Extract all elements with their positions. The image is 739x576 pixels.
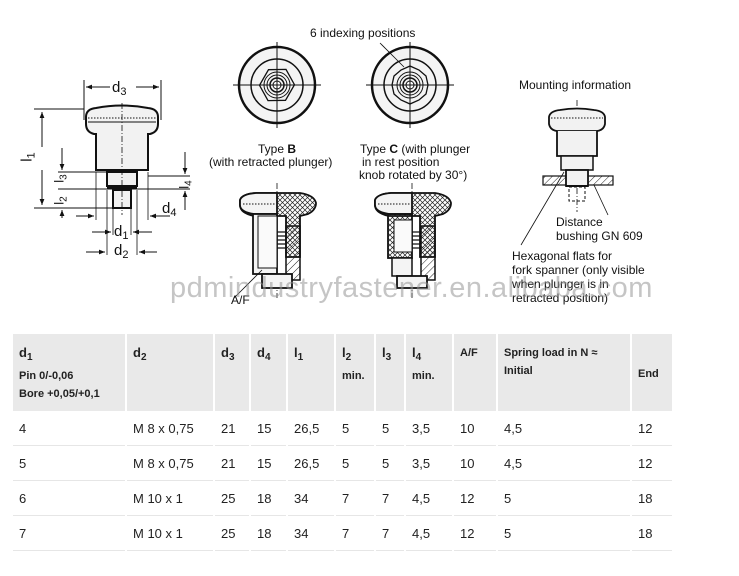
- header-af: A/F: [454, 334, 496, 412]
- label-l3: l3: [51, 174, 70, 183]
- cell-spring-initial: 4,5: [498, 446, 630, 482]
- cell-af: 10: [454, 446, 496, 482]
- cell-spring-end: 12: [632, 411, 672, 447]
- cell-spring-initial: 5: [498, 481, 630, 517]
- watermark: pdmindustryfastener.en.alibaba.com: [170, 272, 653, 304]
- cell-l1: 26,5: [288, 446, 334, 482]
- hex-flats-line2: fork spanner (only visible: [512, 263, 645, 277]
- cell-l4: 3,5: [406, 446, 452, 482]
- cell-l2: 5: [336, 446, 374, 482]
- cell-d2: M 10 x 1: [127, 481, 213, 517]
- cell-l1: 34: [288, 516, 334, 552]
- cell-d2: M 10 x 1: [127, 516, 213, 552]
- type-b-description: (with retracted plunger): [209, 155, 333, 169]
- cell-af: 12: [454, 481, 496, 517]
- main-view: [34, 80, 190, 255]
- af-label: A/F: [231, 293, 250, 307]
- cell-af: 12: [454, 516, 496, 552]
- cell-af: 10: [454, 411, 496, 447]
- type-b-section-view: [233, 183, 317, 299]
- label-l4: l4: [176, 180, 195, 189]
- header-spring-load-end: End: [632, 334, 672, 412]
- indexing-positions-label: 6 indexing positions: [310, 26, 416, 40]
- cell-l3: 7: [376, 481, 404, 517]
- cell-d2: M 8 x 0,75: [127, 446, 213, 482]
- cell-d3: 25: [215, 516, 249, 552]
- header-l3: l3: [376, 334, 404, 412]
- type-c-description-line3: knob rotated by 30°): [359, 168, 468, 182]
- cell-l3: 5: [376, 411, 404, 447]
- header-d4: d4: [251, 334, 286, 412]
- cell-l2: 5: [336, 411, 374, 447]
- cell-l4: 4,5: [406, 516, 452, 552]
- cell-d1: 7: [13, 516, 125, 552]
- table-header-row: d1 Pin 0/-0,06 Bore +0,05/+0,1 d2 d3 d4 …: [13, 334, 672, 412]
- type-c-label: Type C (with plunger: [360, 142, 471, 156]
- header-d2: d2: [127, 334, 213, 412]
- label-l2: l2: [51, 196, 70, 205]
- table-row: 6 M 10 x 1 25 18 34 7 7 4,5 12 5 18: [13, 481, 672, 517]
- label-d2: d2: [114, 242, 129, 261]
- spec-table: d1 Pin 0/-0,06 Bore +0,05/+0,1 d2 d3 d4 …: [11, 334, 674, 552]
- header-spring-load-initial: Spring load in N ≈Initial: [498, 334, 630, 412]
- cell-l1: 34: [288, 481, 334, 517]
- header-d1: d1 Pin 0/-0,06 Bore +0,05/+0,1: [13, 334, 125, 412]
- cell-d4: 15: [251, 446, 286, 482]
- type-c-top-view: [366, 42, 454, 128]
- hex-flats-line1: Hexagonal flats for: [512, 249, 613, 263]
- hex-flats-line3: when plunger is in: [512, 277, 609, 291]
- drawing-graphics: [34, 42, 614, 299]
- technical-drawing: d3 l1 l3 l2 l4 d4 d1 d2 6 indexing posit…: [18, 26, 653, 307]
- header-d3: d3: [215, 334, 249, 412]
- cell-d4: 15: [251, 411, 286, 447]
- cell-spring-end: 18: [632, 481, 672, 517]
- type-b-label: Type B: [258, 142, 297, 156]
- cell-l1: 26,5: [288, 411, 334, 447]
- type-c-description-line2: in rest position: [362, 155, 440, 169]
- cell-d3: 21: [215, 411, 249, 447]
- cell-l4: 3,5: [406, 411, 452, 447]
- table-row: 5 M 8 x 0,75 21 15 26,5 5 5 3,5 10 4,5 1…: [13, 446, 672, 482]
- table-row: 7 M 10 x 1 25 18 34 7 7 4,5 12 5 18: [13, 516, 672, 552]
- cell-d1: 5: [13, 446, 125, 482]
- label-d1: d1: [114, 223, 129, 242]
- cell-d1: 6: [13, 481, 125, 517]
- distance-bushing-line1: Distance: [556, 215, 603, 229]
- cell-l4: 4,5: [406, 481, 452, 517]
- label-d3: d3: [112, 79, 127, 98]
- cell-spring-end: 12: [632, 446, 672, 482]
- label-d4: d4: [162, 200, 177, 219]
- cell-l2: 7: [336, 481, 374, 517]
- hex-flats-line4: retracted position): [512, 291, 609, 305]
- header-l1: l1: [288, 334, 334, 412]
- cell-l3: 7: [376, 516, 404, 552]
- cell-l2: 7: [336, 516, 374, 552]
- distance-bushing-line2: bushing GN 609: [556, 229, 643, 243]
- cell-d3: 25: [215, 481, 249, 517]
- cell-l3: 5: [376, 446, 404, 482]
- cell-d4: 18: [251, 481, 286, 517]
- table-row: 4 M 8 x 0,75 21 15 26,5 5 5 3,5 10 4,5 1…: [13, 411, 672, 447]
- cell-spring-initial: 4,5: [498, 411, 630, 447]
- cell-d2: M 8 x 0,75: [127, 411, 213, 447]
- type-b-top-view: [233, 42, 321, 128]
- mounting-information-title: Mounting information: [519, 78, 632, 92]
- cell-d1: 4: [13, 411, 125, 447]
- cell-spring-initial: 5: [498, 516, 630, 552]
- cell-d3: 21: [215, 446, 249, 482]
- label-l1: l1: [18, 152, 38, 162]
- type-c-section-view: [374, 183, 452, 298]
- cell-spring-end: 18: [632, 516, 672, 552]
- cell-d4: 18: [251, 516, 286, 552]
- mounting-view: [520, 100, 614, 246]
